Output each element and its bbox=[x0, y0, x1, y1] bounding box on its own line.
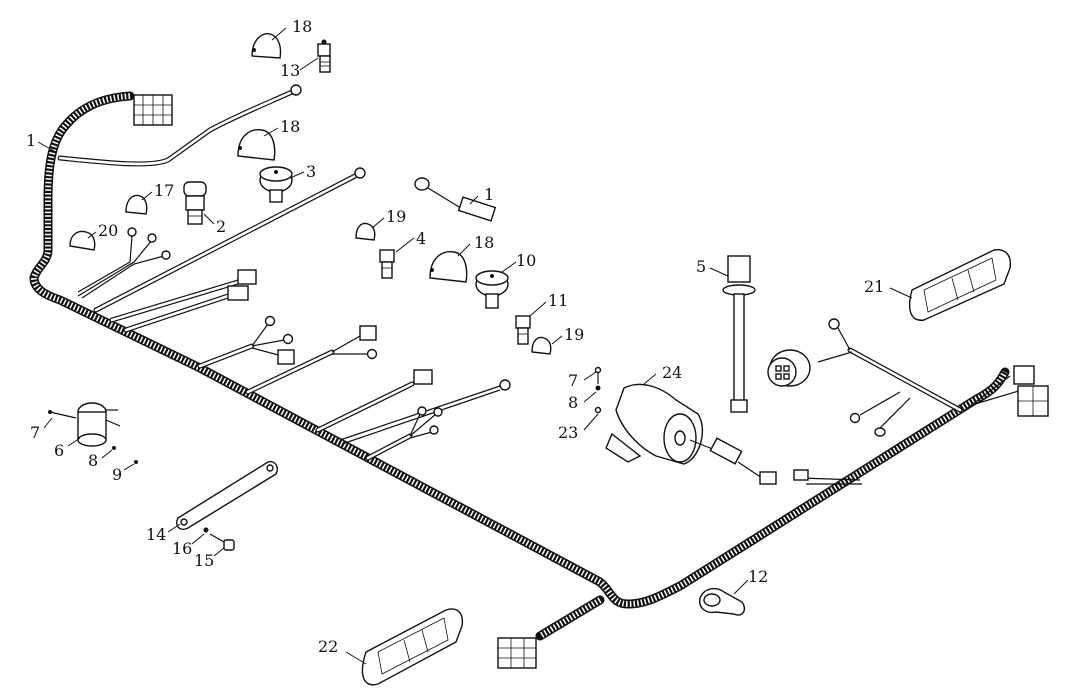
callout-18-lower: 18 bbox=[474, 233, 494, 252]
rubber-cap-18c bbox=[429, 251, 468, 283]
harness-end-connector-bottom bbox=[497, 637, 537, 669]
callout-24: 24 bbox=[662, 363, 682, 382]
callout-4: 4 bbox=[416, 229, 426, 248]
callout-10: 10 bbox=[516, 251, 536, 270]
leader-lines bbox=[37, 27, 913, 665]
rubber-cap-18a bbox=[251, 33, 282, 59]
oil-pressure-sender-10 bbox=[475, 270, 509, 309]
rubber-cap-18b bbox=[237, 129, 276, 161]
callout-12: 12 bbox=[748, 567, 768, 586]
callout-13: 13 bbox=[280, 61, 300, 80]
callout-8-relay: 8 bbox=[88, 451, 98, 470]
mounting-bracket-14 bbox=[176, 460, 278, 551]
rubber-cap-19a bbox=[355, 222, 376, 241]
callout-21: 21 bbox=[864, 277, 884, 296]
sensor-2 bbox=[183, 181, 207, 225]
main-harness-conduit bbox=[29, 91, 1010, 641]
callout-9: 9 bbox=[112, 465, 122, 484]
round-connector bbox=[767, 349, 811, 387]
callout-17: 17 bbox=[154, 181, 174, 200]
callout-20: 20 bbox=[98, 221, 118, 240]
relay-6 bbox=[48, 402, 138, 464]
callout-6: 6 bbox=[54, 441, 64, 460]
callout-15: 15 bbox=[194, 551, 214, 570]
callout-19-lower: 19 bbox=[564, 325, 584, 344]
ground-lead-1 bbox=[414, 177, 497, 222]
harness-branch-right bbox=[793, 318, 1049, 485]
callout-23: 23 bbox=[558, 423, 578, 442]
sensor-11 bbox=[515, 315, 531, 345]
callout-22: 22 bbox=[318, 637, 338, 656]
multi-pin-connector-top bbox=[133, 94, 173, 126]
lamp-22 bbox=[361, 608, 464, 686]
fuel-level-sender-5 bbox=[722, 255, 756, 413]
harness-branch-wires bbox=[77, 167, 511, 461]
callout-18-top: 18 bbox=[292, 17, 312, 36]
horn-24 bbox=[605, 383, 777, 485]
callout-labels: 1 18 13 18 3 17 2 20 19 4 1 18 10 11 19 … bbox=[26, 17, 884, 656]
callout-5: 5 bbox=[696, 257, 706, 276]
rear-lamp-21 bbox=[908, 249, 1012, 321]
horn-hardware bbox=[594, 366, 602, 414]
callout-8-horn: 8 bbox=[568, 393, 578, 412]
harness-branch-top bbox=[57, 84, 302, 167]
temperature-switch-13 bbox=[317, 39, 331, 73]
rubber-cap-19b bbox=[531, 336, 552, 355]
rubber-cap-17 bbox=[125, 194, 148, 215]
callout-7-horn: 7 bbox=[568, 371, 578, 390]
callout-7-relay: 7 bbox=[30, 423, 40, 442]
temperature-sensor-4 bbox=[379, 249, 395, 279]
callout-1-ground-lead: 1 bbox=[484, 185, 494, 204]
rubber-cap-20 bbox=[69, 230, 96, 251]
callout-18-mid: 18 bbox=[280, 117, 300, 136]
callout-2: 2 bbox=[216, 217, 226, 236]
callout-16: 16 bbox=[172, 539, 192, 558]
callout-14: 14 bbox=[146, 525, 166, 544]
callout-3: 3 bbox=[306, 162, 316, 181]
harness-clip-12 bbox=[699, 587, 746, 616]
callout-1-harness: 1 bbox=[26, 131, 36, 150]
callout-11: 11 bbox=[548, 291, 568, 310]
oil-pressure-sender-3 bbox=[259, 166, 293, 203]
callout-19-upper: 19 bbox=[386, 207, 406, 226]
